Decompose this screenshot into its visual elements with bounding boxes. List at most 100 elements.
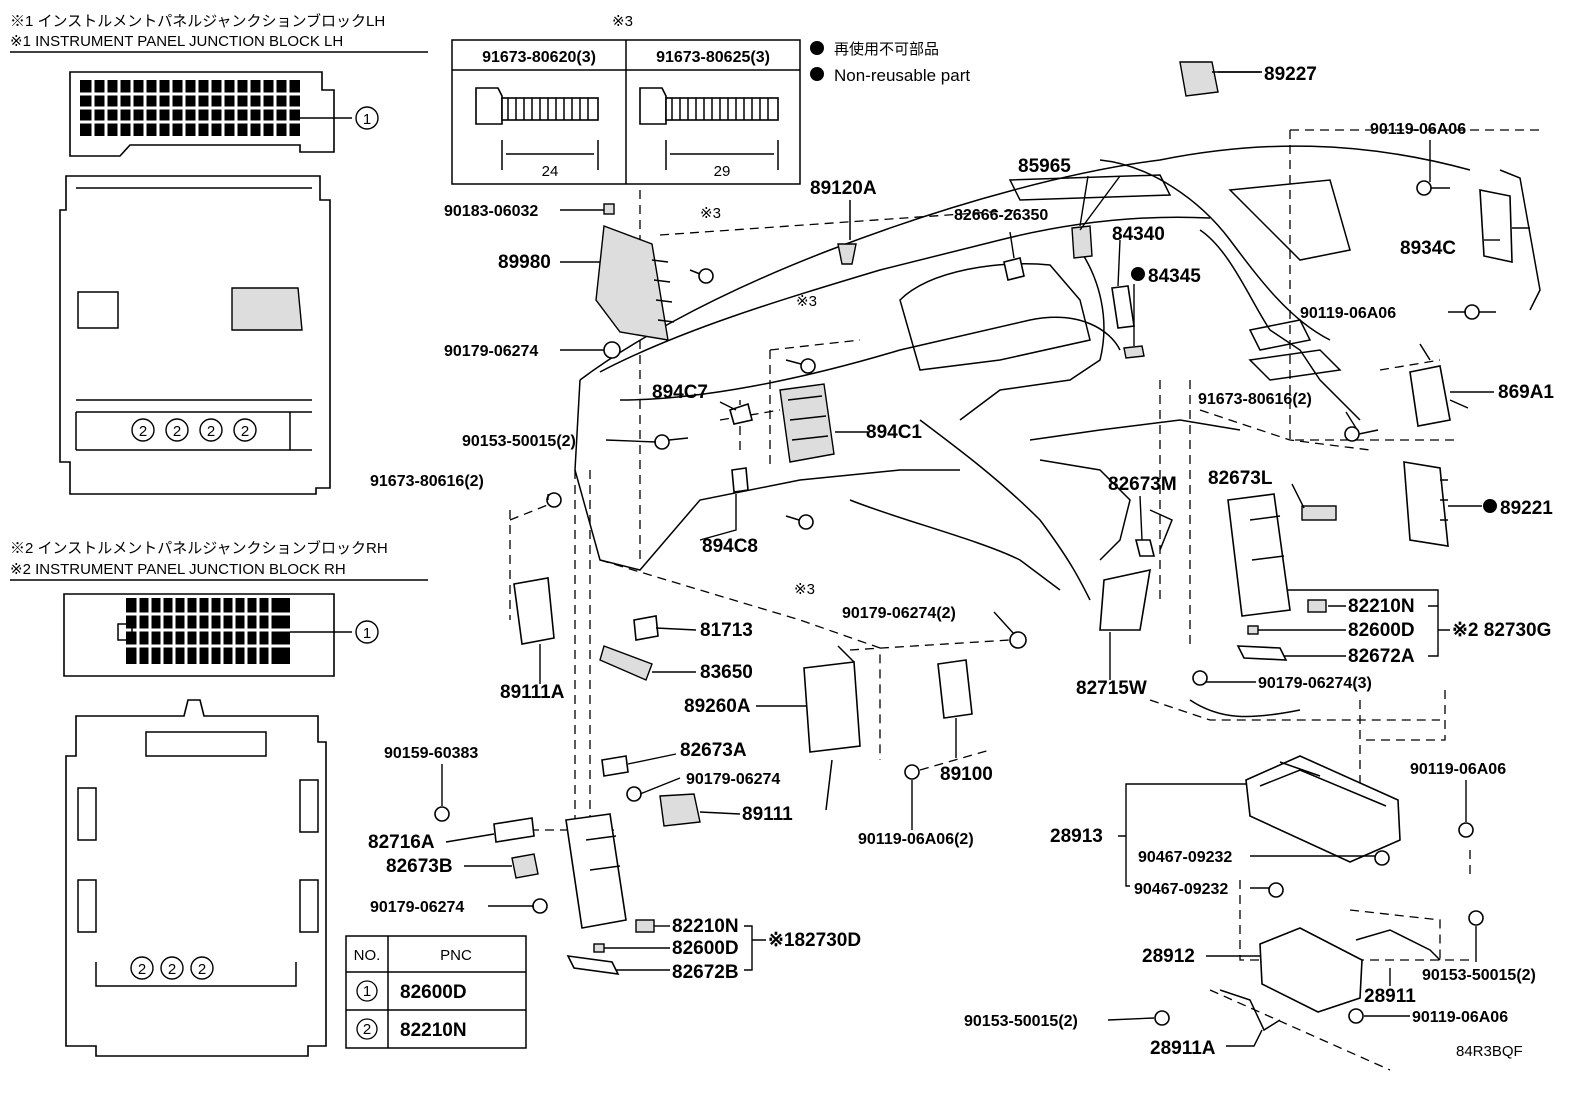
label-90179-e: 90179-06274(3) (1258, 675, 1372, 692)
svg-text:1: 1 (363, 625, 371, 642)
label-82715w: 82715W (1076, 678, 1147, 699)
part-82672a (1236, 645, 1288, 661)
label-90119-c: 90119-06A06(2) (858, 831, 974, 848)
part-84340 (1111, 285, 1135, 329)
diagram-code: 84R3BQF (1456, 1043, 1523, 1060)
part-81713 (633, 615, 659, 641)
label-28913: 28913 (1050, 826, 1103, 847)
part-89260a (803, 645, 861, 811)
label-89227: 89227 (1264, 64, 1317, 85)
part-85965 (1071, 225, 1093, 259)
label-82673l: 82673L (1208, 468, 1273, 489)
clip-90179-d (532, 898, 548, 914)
label-82673a: 82673A (680, 740, 747, 761)
part-82600d-b (593, 943, 605, 953)
legend-jp: 再使用不可部品 (834, 41, 939, 58)
rh-header-jp: ※2 インストルメントパネルジャンクションブロックRH (10, 539, 388, 557)
callout-circle-1-lh (355, 106, 379, 130)
clip-90179-c (626, 786, 642, 802)
part-869a1 (1409, 343, 1469, 427)
part-82730g (1227, 493, 1291, 617)
pnc-col-pnc: PNC (440, 947, 472, 964)
part-82600d-a (1247, 625, 1259, 635)
non-reusable-dot-icon (810, 41, 824, 55)
part-82716a (493, 817, 535, 843)
junction-block-rh-top (63, 593, 352, 677)
bolt-91673-a (546, 492, 562, 508)
label-mark3-a: ※3 (700, 205, 721, 222)
svg-text:2: 2 (139, 423, 147, 440)
pnc-row-1-no: 1 (363, 983, 371, 1000)
bolt-mark3-c (785, 514, 814, 530)
label-81713: 81713 (700, 620, 753, 641)
label-90179-b: 90179-06274(2) (842, 605, 956, 622)
bolt-91673-b (1344, 426, 1379, 442)
label-91673-a: 91673-80616(2) (370, 473, 484, 490)
label-89111: 89111 (742, 804, 793, 825)
label-90179-d: 90179-06274 (370, 899, 464, 916)
pnc-col-no: NO. (354, 947, 381, 964)
part-83650 (599, 645, 653, 681)
label-894c7: 894C7 (652, 382, 708, 403)
bolt-right-dim: 29 (714, 163, 731, 180)
part-82715w (1099, 568, 1151, 631)
label-90183: 90183-06032 (444, 203, 538, 220)
part-89111 (659, 793, 701, 827)
lh-header-jp: ※1 インストルメントパネルジャンクションブロックLH (10, 12, 385, 30)
part-82673l (1301, 505, 1337, 521)
part-82210n-b (635, 919, 655, 933)
label-82672a: 82672A (1348, 646, 1415, 667)
bolt-box-mark: ※3 (612, 13, 633, 30)
part-82666 (1003, 257, 1025, 281)
label-8934c: 8934C (1400, 238, 1456, 259)
label-90153-c: 90153-50015(2) (964, 1013, 1078, 1030)
part-89227 (1179, 61, 1260, 97)
label-84345: 84345 (1148, 266, 1201, 287)
label-28911: 28911 (1364, 986, 1416, 1007)
part-28913 (1245, 755, 1401, 863)
part-28912 (1259, 927, 1363, 1013)
part-82210n-a (1307, 599, 1327, 613)
label-89260a: 89260A (684, 696, 751, 717)
pnc-row-2-pnc: 82210N (400, 1020, 467, 1041)
legend-en: Non-reusable part (834, 66, 970, 85)
label-82673b: 82673B (386, 856, 453, 877)
legend: 再使用不可部品 Non-reusable part (810, 41, 970, 85)
pnc-row-1-pnc: 82600D (400, 982, 467, 1003)
bolt-left-label: 91673-80620(3) (482, 49, 596, 66)
part-894c1 (779, 383, 835, 463)
bolt-90119-e (1348, 1008, 1364, 1024)
label-89980: 89980 (498, 252, 551, 273)
bolt-right-label: 91673-80625(3) (656, 49, 770, 66)
part-82730d (565, 813, 627, 929)
part-894c7 (729, 402, 753, 425)
label-82730g: ※2 82730G (1452, 620, 1551, 641)
part-28911 (1355, 929, 1441, 961)
svg-text:2: 2 (207, 423, 215, 440)
label-84340: 84340 (1112, 224, 1165, 245)
label-89111a: 89111A (500, 682, 565, 703)
part-82673a (601, 755, 629, 777)
non-reusable-dot-icon (1131, 267, 1145, 281)
label-90119-e: 90119-06A06 (1412, 1009, 1508, 1026)
label-28912: 28912 (1142, 946, 1195, 967)
bolt-left-dim: 24 (542, 163, 559, 180)
label-82716a: 82716A (368, 832, 435, 853)
bolt-90159 (434, 806, 450, 822)
label-82600d-a: 82600D (1348, 620, 1415, 641)
rh-callout-2-group: 2 2 2 (130, 956, 214, 980)
junction-block-lh-top (69, 71, 352, 157)
label-82673m: 82673M (1108, 474, 1177, 495)
label-894c1: 894C1 (866, 422, 922, 443)
svg-text:1: 1 (363, 111, 371, 128)
part-89111a (513, 577, 555, 645)
bolt-90119-a (1416, 180, 1450, 196)
bolt-90153-a (654, 434, 689, 450)
lh-callout-2-group: 2 2 2 2 (131, 418, 257, 442)
assembly-dashed-lines (509, 129, 1540, 1071)
clip-90179-b (1009, 631, 1027, 649)
label-mark3-b: ※3 (796, 293, 817, 310)
junction-block-rh-body (65, 699, 327, 1057)
part-82673m (1134, 509, 1173, 557)
